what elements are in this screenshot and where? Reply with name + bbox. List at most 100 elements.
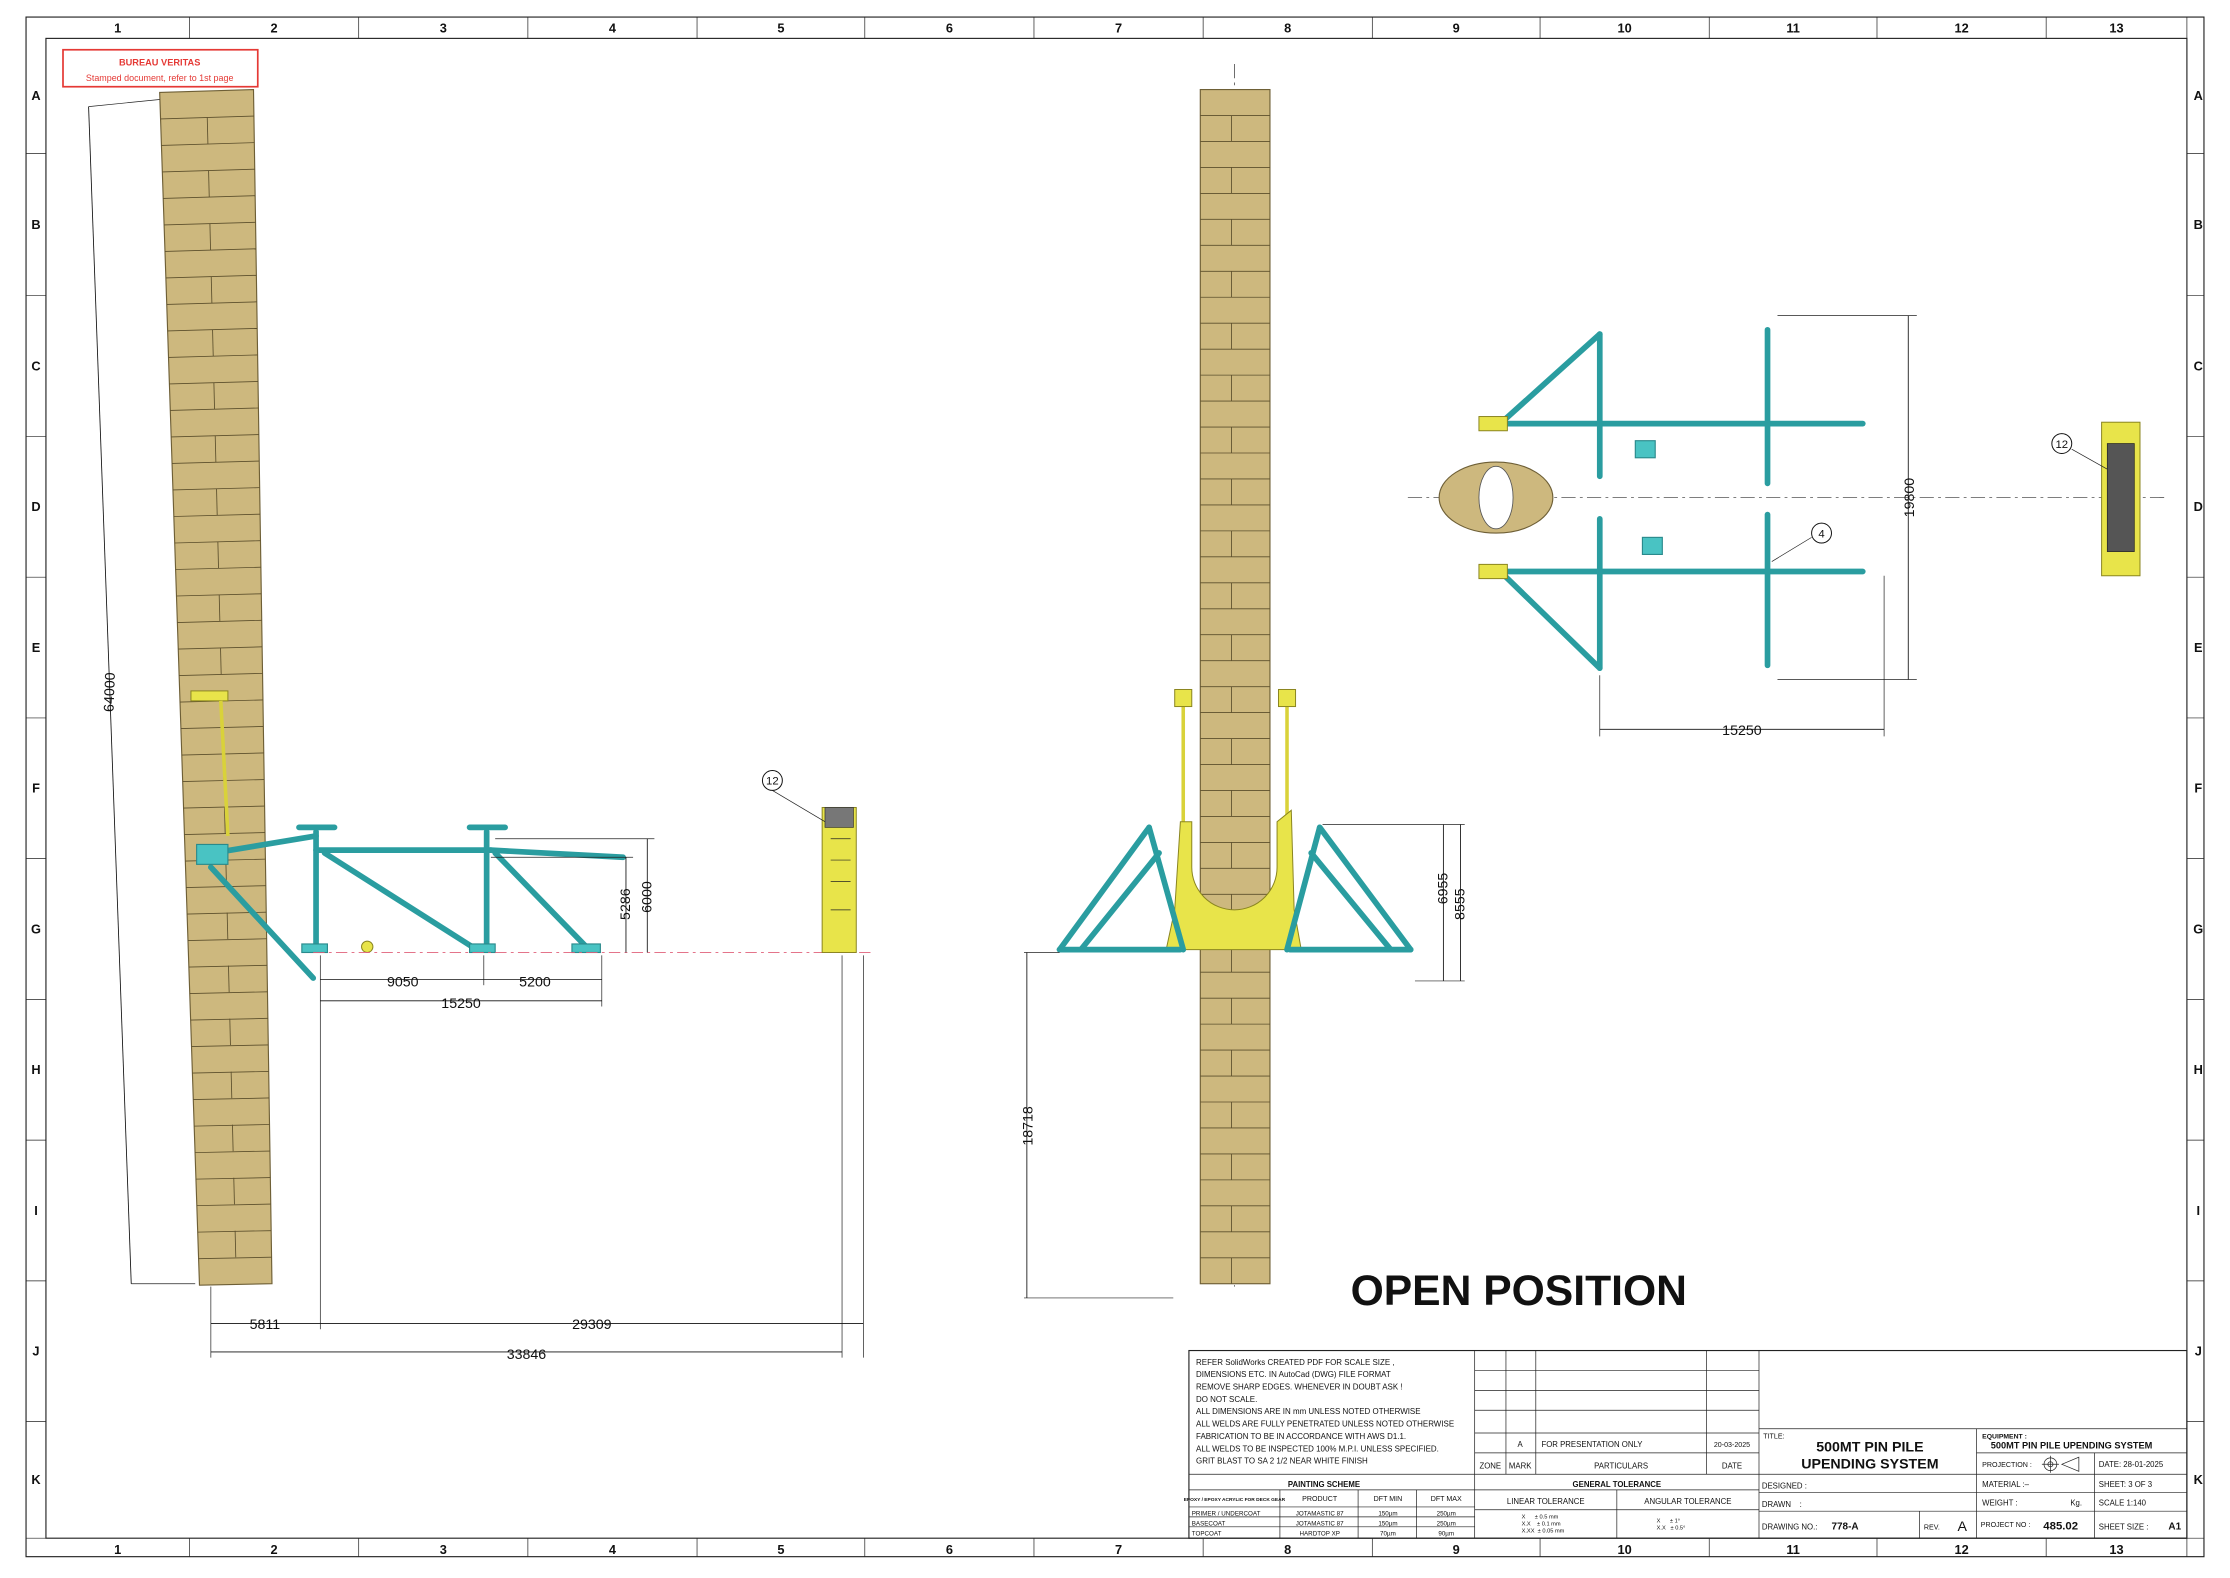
- angular-tolerance-label: ANGULAR TOLERANCE: [1644, 1497, 1731, 1506]
- pile-segment-joint: [198, 1256, 272, 1260]
- angular-tol-2: X.X ± 0.5°: [1657, 1526, 1686, 1532]
- pile-segment-joint: [184, 832, 266, 835]
- pile-segment-joint: [188, 964, 268, 968]
- upper-arm: [1478, 326, 1866, 487]
- weight-unit: Kg.: [2070, 1498, 2082, 1507]
- note-line: FABRICATION TO BE IN ACCORDANCE WITH AWS…: [1196, 1432, 1406, 1441]
- revision-table: A FOR PRESENTATION ONLY 20-03-2025 ZONE …: [1474, 1350, 1760, 1539]
- zone-column-label: 5: [777, 1542, 784, 1557]
- project-no-label: PROJECT NO :: [1981, 1521, 2031, 1529]
- note-line: GRIT BLAST TO SA 2 1/2 NEAR WHITE FINISH: [1196, 1457, 1368, 1466]
- painting-cell: 90µm: [1438, 1530, 1454, 1537]
- zone-column-label: 2: [271, 21, 278, 36]
- pile-segment-joint: [191, 1044, 269, 1048]
- painting-cell: 70µm: [1380, 1530, 1396, 1537]
- zone-row-label: H: [2194, 1062, 2203, 1077]
- zone-column-label: 8: [1284, 1542, 1291, 1557]
- third-angle-projection-icon: [2041, 1455, 2080, 1473]
- pile-segment-seam: [214, 435, 217, 463]
- painting-cell: HARDTOP XP: [1300, 1530, 1340, 1537]
- drawing-title-line1: 500MT PIN PILE: [1816, 1439, 1923, 1455]
- drawn-label: DRAWN :: [1762, 1500, 1802, 1509]
- pile-segment-joint: [183, 805, 265, 809]
- hoist-arm: [190, 690, 230, 837]
- pile-segment-joint: [190, 1017, 268, 1021]
- zone-column-label: 9: [1453, 21, 1460, 36]
- pile-segment-seam: [217, 541, 219, 569]
- zone-column-label: 12: [1954, 21, 1968, 36]
- note-line: DIMENSIONS ETC. IN AutoCad (DWG) FILE FO…: [1196, 1370, 1391, 1379]
- zone-column-label: 5: [777, 21, 784, 36]
- dim-span-15250: 15250: [441, 996, 481, 1012]
- painting-header: PRODUCT: [1302, 1495, 1338, 1503]
- header-particulars: PARTICULARS: [1594, 1462, 1648, 1471]
- item-12-plan: 12: [2051, 421, 2141, 577]
- note-line: ALL WELDS TO BE INSPECTED 100% M.P.I. UN…: [1196, 1444, 1439, 1453]
- rev-mark: A: [1518, 1440, 1524, 1449]
- painting-cell: BASECOAT: [1192, 1520, 1226, 1527]
- pile-segment-seam: [220, 647, 222, 675]
- zone-column-label: 13: [2109, 21, 2123, 36]
- balloon-4: [1811, 522, 1832, 544]
- sheet-size-label: SHEET SIZE :: [2099, 1523, 2149, 1532]
- zone-row-label: H: [31, 1062, 40, 1077]
- zone-column-label: 1: [114, 1542, 121, 1557]
- designed-label: DESIGNED :: [1762, 1481, 1807, 1490]
- balloon-label: 4: [1818, 528, 1824, 540]
- balloon-12-plan: [2051, 433, 2073, 454]
- zone-column-label: 6: [946, 21, 953, 36]
- front-view: 18718 6955 8555: [1021, 63, 1469, 1299]
- zone-row-label: A: [2194, 88, 2203, 103]
- sheet-size: A1: [2168, 1522, 2181, 1533]
- drawing-no-label: DRAWING NO.:: [1762, 1523, 1818, 1532]
- zone-row-label: C: [31, 358, 40, 373]
- zone-row-label: D: [2194, 499, 2203, 514]
- pile-segment-joint: [192, 1071, 269, 1074]
- stamp-title: BUREAU VERITAS: [119, 57, 200, 67]
- linear-tol-1: X ± 0.5 mm: [1522, 1514, 1559, 1520]
- pile-segment-joint: [195, 1177, 271, 1180]
- upending-frame-front: [1056, 824, 1414, 953]
- pile-segment-seam: [228, 965, 230, 993]
- pile-segment-joint: [172, 460, 260, 464]
- painting-cell: PRIMER / UNDERCOAT: [1192, 1510, 1261, 1517]
- painting-scheme: PAINTING SCHEME EPOXY / EPOXY ACRYLIC FO…: [1184, 1480, 1475, 1539]
- pile-segment-joint: [197, 1230, 272, 1233]
- drawing-no: 778-A: [1831, 1522, 1858, 1533]
- dim-height-6955: 6955: [1436, 873, 1452, 905]
- pile-segment-seam: [229, 1018, 231, 1046]
- painting-header: DFT MAX: [1431, 1495, 1462, 1503]
- header-date: DATE: [1722, 1462, 1742, 1471]
- rev-date: 20-03-2025: [1714, 1441, 1750, 1449]
- balloon-12-side: [761, 770, 783, 791]
- zone-column-label: 9: [1453, 1542, 1460, 1557]
- pile-segment-joint: [195, 1150, 270, 1154]
- zone-row-label: I: [2196, 1203, 2200, 1218]
- zone-row-label: C: [2194, 358, 2203, 373]
- note-line: REFER SolidWorks CREATED PDF FOR SCALE S…: [1196, 1358, 1395, 1367]
- pile-segment-joint: [163, 195, 256, 199]
- pile-segment-seam: [226, 912, 229, 940]
- title-box: TITLE: 500MT PIN PILE UPENDING SYSTEM DE…: [1758, 1428, 2187, 1539]
- zone-column-label: 1: [114, 21, 121, 36]
- header-zone: ZONE: [1479, 1462, 1501, 1471]
- zone-row-label: G: [2193, 921, 2203, 936]
- pile-segment-joint: [173, 513, 261, 517]
- linear-tolerance-label: LINEAR TOLERANCE: [1507, 1497, 1585, 1506]
- zone-row-label: J: [2195, 1344, 2202, 1359]
- pile-segment-joint: [175, 566, 261, 570]
- linear-tol-2: X.X ± 0.1 mm: [1522, 1521, 1561, 1527]
- outer-border: [25, 16, 2205, 1558]
- inner-border: [45, 37, 2188, 1539]
- zone-row-label: E: [2194, 640, 2203, 655]
- angular-tol-1: X ± 1°: [1657, 1519, 1680, 1525]
- dim-offset-5811: 5811: [250, 1317, 281, 1333]
- zone-column-label: 11: [1786, 1542, 1800, 1557]
- side-view: 64000: [88, 88, 871, 1363]
- linear-tol-3: X.XX ± 0.05 mm: [1522, 1529, 1565, 1535]
- zone-row-label: D: [31, 499, 40, 514]
- pile-segment-joint: [164, 248, 256, 252]
- tolerance-title: GENERAL TOLERANCE: [1573, 1480, 1662, 1489]
- painting-cell: 250µm: [1437, 1510, 1456, 1517]
- pile-segment-joint: [170, 407, 259, 411]
